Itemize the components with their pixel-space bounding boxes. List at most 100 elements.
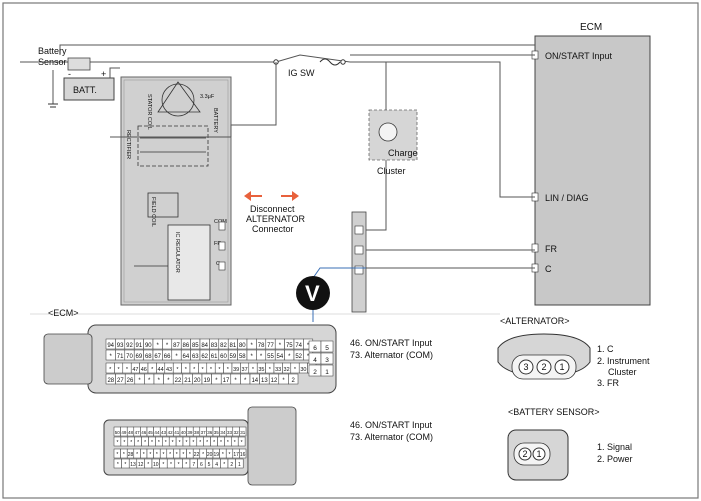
- ecm-row2-pin-label: 66: [164, 354, 171, 360]
- ecm2-row1-pin-label: 37: [201, 430, 207, 435]
- battery-sensor-pin: [532, 447, 546, 461]
- ecm-right-cell: [320, 340, 334, 353]
- ecm2-row2-pin-label: *: [199, 440, 201, 446]
- ecm2-row1-pin-label: 33: [227, 430, 233, 435]
- ig-sw-contact-right: [340, 59, 346, 65]
- ecm2-row1-pin-label: 46: [141, 430, 147, 435]
- ecm-row4-pin-label: *: [148, 378, 151, 384]
- ecm2-row2-pin-label: *: [137, 440, 139, 446]
- ecm-row2-pin-label: 68: [145, 354, 152, 360]
- battery-minus: -: [68, 69, 71, 79]
- harness-pin-2: [354, 245, 364, 255]
- disconnect-line-1: Disconnect: [250, 204, 295, 214]
- battery-sensor-pin: [518, 447, 532, 461]
- ecm2-row3-pin-label: 17: [233, 452, 239, 458]
- ecm-row3-pin-label: 33: [275, 367, 281, 373]
- ecm2-row1-cell: [239, 426, 247, 437]
- alternator-pin: [554, 359, 570, 375]
- ecm2-row1-pin-label: 36: [207, 430, 213, 435]
- ecm2-row2-pin-label: *: [130, 440, 132, 446]
- alt-pin-com: [218, 221, 226, 231]
- ecm2-row3-pin-label: *: [156, 452, 158, 458]
- ecm-right-pin-label: 5: [325, 345, 329, 352]
- ecm-row4-pin-label: 13: [261, 378, 268, 384]
- ecm2-row1-pin-label: 50: [115, 430, 121, 435]
- ecm-row1-pin-label: 78: [258, 343, 265, 349]
- ecm2-row4-cell: [235, 458, 244, 469]
- ecm-row1-pin-label: 92: [126, 343, 133, 349]
- ecm-row3-pin-label: 39: [233, 367, 239, 373]
- ecm-row1-pin-label: 83: [211, 343, 218, 349]
- ecm2-row3-pin-label: *: [116, 452, 118, 458]
- ecm-row3-pin-label: 37: [242, 367, 248, 373]
- ecm-row1-pin-label: 81: [230, 343, 237, 349]
- ecm-row3-pin-label: 44: [158, 367, 164, 373]
- ecm2-row3-pin-label: 22: [194, 452, 200, 458]
- ecm-row2-pin-label: 59: [230, 354, 237, 360]
- battery-sensor-label-2: Sensor: [38, 57, 67, 67]
- disconnect-line-2: ALTERNATOR: [246, 214, 306, 224]
- ecm2-row1-pin-label: 49: [121, 430, 127, 435]
- ecm-title: ECM: [580, 22, 602, 33]
- ecm2-row2-pin-label: *: [151, 440, 153, 446]
- stator-coil: [157, 81, 201, 113]
- ecm-row3-pin-label: *: [118, 367, 121, 373]
- ecm2-row1-pin-label: 32: [234, 430, 240, 435]
- ecm-row1-pin-label: 80: [239, 343, 246, 349]
- cap-label: 3.3μF: [200, 94, 215, 100]
- ecm2-row1-pin-label: 35: [214, 430, 220, 435]
- ecm-row3-pin-label: *: [294, 367, 297, 373]
- ecm-row4-pin-label: 19: [203, 378, 210, 384]
- alt-c-label: C: [216, 261, 220, 267]
- ecm-row1-pin-label: *: [279, 343, 282, 349]
- ecm-row2-pin-label: 71: [117, 354, 124, 360]
- battery-sensor-pin-label: 2: [522, 449, 527, 459]
- ecm-row1-pin-label: 84: [201, 343, 208, 349]
- ecm-row4-cell: [288, 373, 299, 385]
- ecm2-row3-pin-label: *: [149, 452, 151, 458]
- ecm-row3-pin-label: *: [193, 367, 196, 373]
- ecm-row4-pin-label: 22: [175, 378, 182, 384]
- ecm2-row4-pin-label: *: [185, 462, 187, 468]
- ecm-row2-pin-label: *: [110, 354, 113, 360]
- harness-pin-3: [354, 265, 364, 275]
- alt-fr-label: FR: [214, 241, 221, 247]
- rectifier-box: [137, 125, 209, 167]
- ic-regulator-box: [167, 224, 211, 301]
- ecm-row2-pin-label: 55: [267, 354, 274, 360]
- alternator-legend-1: 1. C: [597, 344, 614, 354]
- alternator-pin-label: 3: [523, 362, 528, 372]
- ig-sw-label: IG SW: [288, 68, 315, 78]
- ecm-right-pin-label: 4: [313, 357, 317, 364]
- voltmeter: [296, 276, 330, 310]
- ecm-right-cell: [320, 364, 334, 377]
- ecm2-row4-pin-label: *: [147, 462, 149, 468]
- ecm2-row3-pin-label: *: [169, 452, 171, 458]
- ecm-right-pin-label: 6: [313, 345, 317, 352]
- ecm-row1-pin-label: *: [166, 343, 169, 349]
- battery-sensor-legend-2: 2. Power: [597, 454, 633, 464]
- ecm-row2-pin-label: *: [307, 354, 310, 360]
- disconnect-arrowhead-right: [292, 191, 299, 201]
- ecm-row3-pin-label: 32: [284, 367, 290, 373]
- battery-sensor-connector-title: <BATTERY SENSOR>: [508, 407, 600, 417]
- ecm2-row4-pin-label: 7: [192, 462, 195, 468]
- ecm-row1-pin-label: 94: [107, 343, 114, 349]
- ecm-row4-pin-label: *: [244, 378, 247, 384]
- rectifier-label: RECTIFIER: [125, 130, 131, 159]
- ecm2-row4-pin-label: 4: [215, 462, 218, 468]
- alt-pin-fr: [218, 241, 226, 251]
- wire-battery-sensor-top: [59, 44, 535, 55]
- ecm-row4-pin-label: 20: [194, 378, 201, 384]
- alternator-pin: [536, 359, 552, 375]
- ecm-row1-pin-label: 82: [220, 343, 227, 349]
- ecm2-row4-pin-label: *: [124, 462, 126, 468]
- ecm-row3-pin-label: *: [109, 367, 112, 373]
- ecm-row1-pin-label: 74: [295, 343, 302, 349]
- fuse-symbol: [319, 58, 341, 66]
- ecm2-row1-pin-label: 45: [148, 430, 154, 435]
- ecm2-row3-pin-label: *: [202, 452, 204, 458]
- ecm2-row2-pin-label: *: [206, 440, 208, 446]
